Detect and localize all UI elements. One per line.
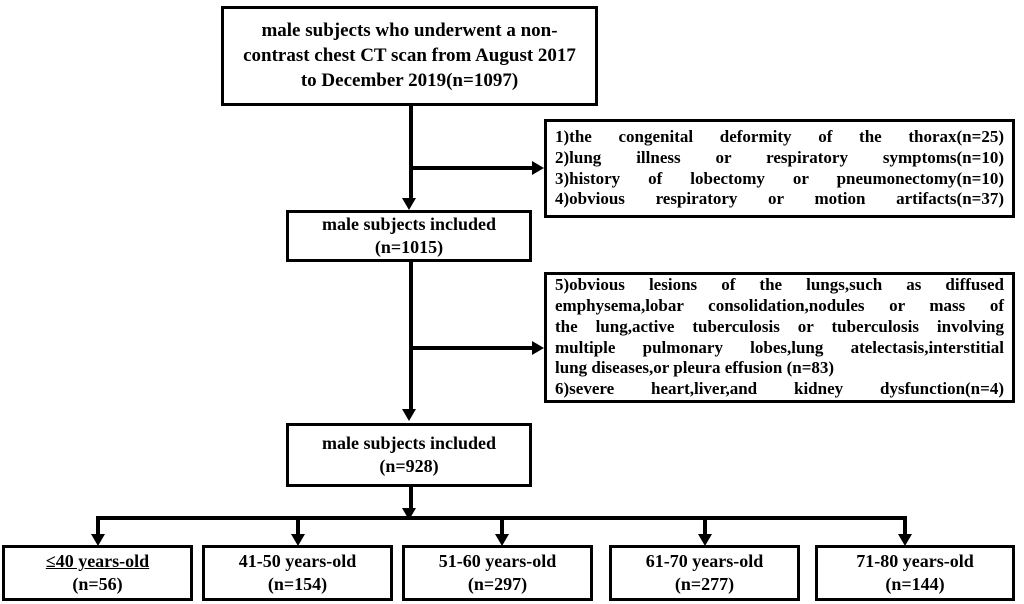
arrowhead-agebar-to-group-4 (898, 534, 912, 546)
enrolled-line-2: contrast chest CT scan from August 2017 (243, 44, 576, 66)
node-enrolled-subjects: male subjects who underwent a non- contr… (221, 6, 598, 106)
node-age-group-71-80: 71-80 years-old (n=144) (815, 545, 1015, 601)
included-1015-count: (n=1015) (374, 237, 444, 257)
included-1015-label: male subjects included (321, 214, 496, 235)
exclusion-item-5-line-4: multiple pulmonary lobes,lung atelectasi… (555, 337, 1004, 357)
exclusion-item-3: 3)history of lobectomy or pneumonectomy(… (555, 168, 1004, 188)
included-928-count: (n=928) (379, 456, 439, 476)
connector-agebar-to-group-2 (500, 516, 504, 538)
arrowhead-agebar-to-group-0 (91, 534, 105, 546)
exclusion-item-4: 4)obvious respiratory or motion artifact… (555, 189, 1004, 209)
age-group-0-label: ≤40 years-old (45, 551, 150, 572)
age-group-3-label: 61-70 years-old (645, 551, 764, 572)
connector-top-to-included1 (409, 106, 413, 202)
exclusion-item-1: 1)the congenital deformity of the thorax… (555, 127, 1004, 147)
age-group-4-count: (n=144) (885, 574, 945, 594)
node-second-exclusion-criteria: 5)obvious lesions of the lungs,such as d… (544, 272, 1015, 403)
arrowhead-included2-to-agebar (402, 508, 416, 520)
enrolled-line-1: male subjects who underwent a non- (261, 19, 558, 41)
age-group-1-count: (n=154) (267, 574, 328, 594)
node-age-group-61-70: 61-70 years-old (n=277) (609, 545, 800, 601)
exclusion-item-6: 6)severe heart,liver,and kidney dysfunct… (555, 378, 1004, 398)
node-male-subjects-included-928: male subjects included (n=928) (286, 423, 532, 487)
arrowhead-top-to-included1 (402, 198, 416, 210)
exclusion-item-5-line-5: lung diseases,or pleura effusion (n=83) (555, 358, 835, 378)
connector-agebar-to-group-0 (96, 516, 100, 538)
connector-included1-to-included2 (409, 262, 413, 411)
node-age-group-41-50: 41-50 years-old (n=154) (202, 545, 393, 601)
arrowhead-agebar-to-group-2 (495, 534, 509, 546)
included-928-label: male subjects included (321, 433, 496, 454)
connector-to-exclusion1 (409, 166, 536, 170)
exclusion-item-5-line-1: 5)obvious lesions of the lungs,such as d… (555, 275, 1004, 295)
connector-agebar-to-group-1 (296, 516, 300, 538)
connector-agebar-to-group-3 (703, 516, 707, 538)
enrolled-line-3: to December 2019(n=1097) (300, 69, 519, 91)
age-group-1-label: 41-50 years-old (238, 551, 357, 572)
arrowhead-to-exclusion2 (532, 341, 544, 355)
exclusion-item-5-line-2: emphysema,lobar consolidation,nodules or… (555, 296, 1004, 316)
age-group-2-label: 51-60 years-old (438, 551, 557, 572)
age-group-3-count: (n=277) (674, 574, 735, 594)
connector-to-exclusion2 (409, 346, 536, 350)
arrowhead-agebar-to-group-3 (698, 534, 712, 546)
exclusion-item-5-line-3: the lung,active tuberculosis or tubercul… (555, 316, 1004, 336)
arrowhead-agebar-to-group-1 (291, 534, 305, 546)
age-group-2-count: (n=297) (467, 574, 528, 594)
connector-included2-to-agebar (409, 487, 413, 513)
arrowhead-to-exclusion1 (532, 161, 544, 175)
exclusion-item-2: 2)lung illness or respiratory symptoms(n… (555, 147, 1004, 167)
age-group-0-count: (n=56) (72, 574, 123, 594)
node-first-exclusion-criteria: 1)the congenital deformity of the thorax… (544, 119, 1015, 218)
age-group-4-label: 71-80 years-old (856, 551, 974, 572)
node-male-subjects-included-1015: male subjects included (n=1015) (286, 210, 532, 262)
node-age-group-51-60: 51-60 years-old (n=297) (402, 545, 593, 601)
arrowhead-included1-to-included2 (402, 409, 416, 421)
node-age-group-le-40: ≤40 years-old (n=56) (2, 545, 193, 601)
connector-agebar-to-group-4 (903, 516, 907, 538)
